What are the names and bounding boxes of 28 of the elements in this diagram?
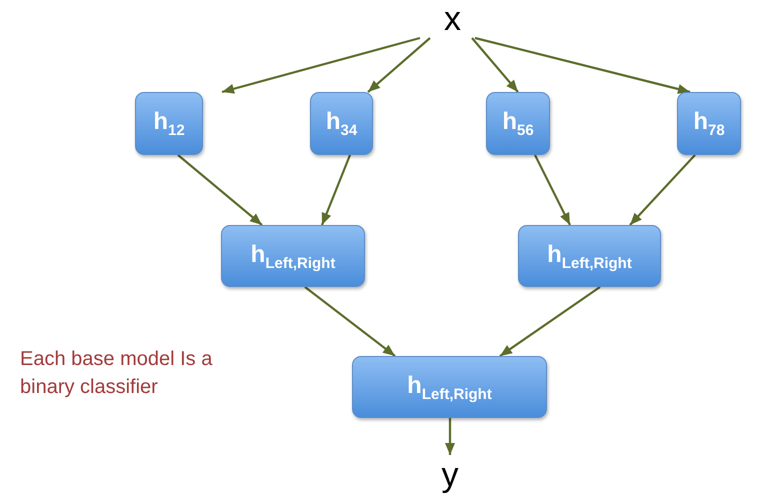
arrow [177, 154, 263, 226]
arrow [629, 154, 696, 226]
model-box [135, 92, 203, 155]
variable-label: y [442, 458, 458, 492]
model-label: h$_{Left,Right}$ [547, 240, 632, 272]
arrow [471, 37, 519, 93]
arrow [367, 37, 431, 93]
model-label: h$_{56}$ [502, 108, 534, 139]
arrow [320, 154, 352, 226]
model-label: h$_{34}$ [326, 108, 358, 139]
variable-label: x [444, 2, 461, 36]
model-label: h$_{78}$ [693, 108, 725, 139]
model-box [677, 92, 741, 155]
arrow [474, 36, 690, 94]
model-box [310, 92, 373, 155]
model-box [518, 225, 661, 287]
arrow [534, 154, 571, 226]
model-label: h$_{Left,Right}$ [407, 372, 492, 402]
arrow [445, 418, 455, 455]
arrow [222, 36, 420, 94]
arrow [499, 286, 601, 357]
arrow [304, 286, 396, 357]
note-text: Each base model Is a binary classifier [20, 347, 214, 400]
model-label: h$_{12}$ [153, 108, 185, 139]
model-label: h$_{Left,Right}$ [250, 240, 336, 272]
model-box [486, 92, 550, 155]
model-box [352, 356, 547, 418]
model-box [221, 225, 365, 287]
